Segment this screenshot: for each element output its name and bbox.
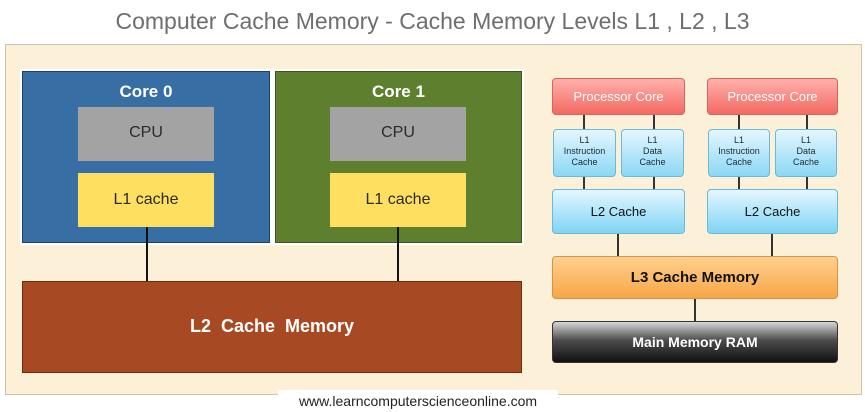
core-0-cpu: CPU (78, 107, 214, 161)
label: Cache (792, 157, 819, 167)
connector (771, 234, 773, 256)
label: L1 (647, 135, 658, 145)
label: Instruction (718, 146, 760, 156)
processor-1-l1-instruction-cache: L1 Instruction Cache (553, 129, 616, 177)
label: Cache (639, 157, 666, 167)
core-1-l1-cache: L1 cache (330, 173, 466, 227)
connector (617, 234, 619, 256)
label: Instruction (563, 146, 606, 156)
l3-cache-memory: L3 Cache Memory (552, 256, 838, 299)
connector (806, 115, 808, 129)
label: Data (796, 146, 816, 156)
connector (583, 177, 585, 189)
core-1-label: Core 1 (372, 82, 425, 101)
processor-core-1: Processor Core (552, 78, 685, 115)
processor-core-2: Processor Core (707, 78, 838, 115)
connector (806, 177, 808, 189)
core-0-to-l2-connector (146, 227, 148, 281)
core-0-l1-cache: L1 cache (78, 173, 214, 227)
label: L1 (579, 135, 590, 145)
connector (738, 115, 740, 129)
connector (738, 177, 740, 189)
label: L1 (800, 135, 811, 145)
processor-2-l1-instruction-cache: L1 Instruction Cache (708, 129, 770, 177)
core-0-label: Core 0 (119, 82, 173, 101)
connector (583, 115, 585, 129)
processor-1-l1-data-cache: L1 Data Cache (621, 129, 684, 177)
website-url: www.learncomputerscienceonline.com (278, 390, 558, 412)
diagram-title: Computer Cache Memory - Cache Memory Lev… (115, 8, 750, 34)
connector (653, 177, 655, 189)
main-memory-ram: Main Memory RAM (552, 321, 838, 363)
label: Cache (571, 157, 598, 167)
processor-1-l2-cache: L2 Cache (552, 189, 685, 234)
connector (653, 115, 655, 129)
processor-2-l1-data-cache: L1 Data Cache (775, 129, 837, 177)
label: L1 (733, 135, 744, 145)
core-1-cpu: CPU (330, 107, 466, 161)
processor-2-l2-cache: L2 Cache (707, 189, 838, 234)
shared-l2-cache-memory: L2 Cache Memory (22, 281, 522, 373)
connector (694, 299, 696, 321)
core-1-to-l2-connector (397, 227, 399, 281)
label: Cache (725, 157, 752, 167)
label: Data (642, 146, 662, 156)
